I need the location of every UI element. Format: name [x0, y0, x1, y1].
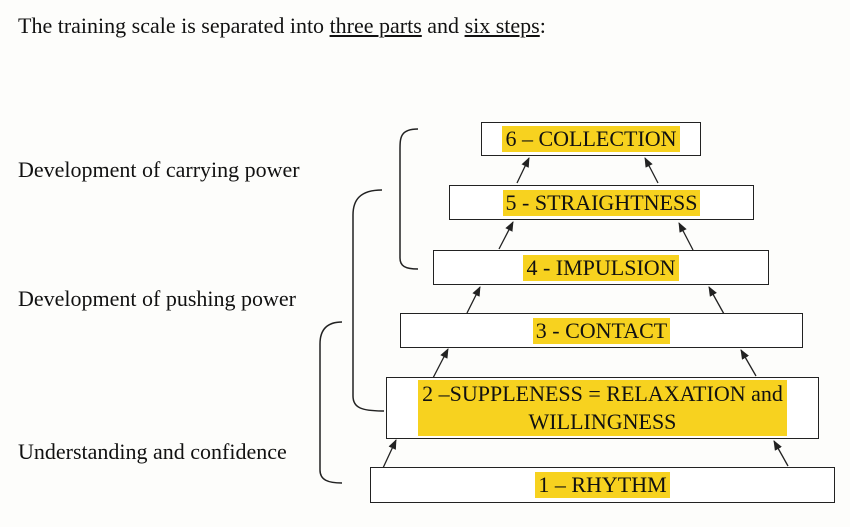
arrow-5-6-right — [644, 157, 659, 184]
intro-six-steps: six steps — [464, 13, 540, 38]
step-4-box: 4 - IMPULSION — [433, 250, 769, 285]
intro-middle: and — [421, 13, 465, 38]
bracket-pushing-power — [352, 189, 385, 412]
intro-suffix: : — [539, 13, 546, 38]
step-3-label: 3 - CONTACT — [532, 317, 671, 344]
step-2-line-1: 2 –SUPPLENESS = RELAXATION and — [422, 381, 783, 406]
step-6-label: 6 – COLLECTION — [502, 126, 680, 152]
step-1-box: 1 – RHYTHM — [370, 467, 835, 503]
step-2-line-2: WILLINGNESS — [528, 409, 677, 434]
group-label-understanding: Understanding and confidence — [18, 439, 287, 464]
arrow-4-5-right — [678, 222, 694, 251]
intro-three-parts: three parts — [329, 13, 422, 38]
arrow-4-5-left — [498, 221, 514, 250]
intro-text: The training scale is separated into thr… — [18, 12, 546, 40]
arrow-3-4-right — [708, 286, 725, 315]
bracket-carrying-power — [399, 128, 419, 270]
step-5-label: 5 - STRAIGHTNESS — [502, 189, 701, 216]
intro-prefix: The training scale is separated into — [18, 13, 330, 38]
arrow-1-2-right — [773, 440, 789, 467]
step-1-label: 1 – RHYTHM — [535, 472, 670, 498]
step-4-label: 4 - IMPULSION — [523, 254, 679, 281]
arrow-2-3-right — [740, 349, 757, 377]
step-5-box: 5 - STRAIGHTNESS — [449, 185, 754, 220]
bracket-understanding — [319, 321, 343, 484]
group-label-pushing-power: Development of pushing power — [18, 286, 296, 311]
group-label-carrying-power: Development of carrying power — [18, 157, 300, 182]
step-6-box: 6 – COLLECTION — [481, 122, 701, 156]
arrow-2-3-left — [432, 348, 449, 379]
arrow-3-4-left — [466, 286, 481, 314]
arrow-1-2-left — [382, 439, 397, 469]
step-3-box: 3 - CONTACT — [400, 313, 803, 348]
arrow-5-6-left — [516, 157, 530, 184]
